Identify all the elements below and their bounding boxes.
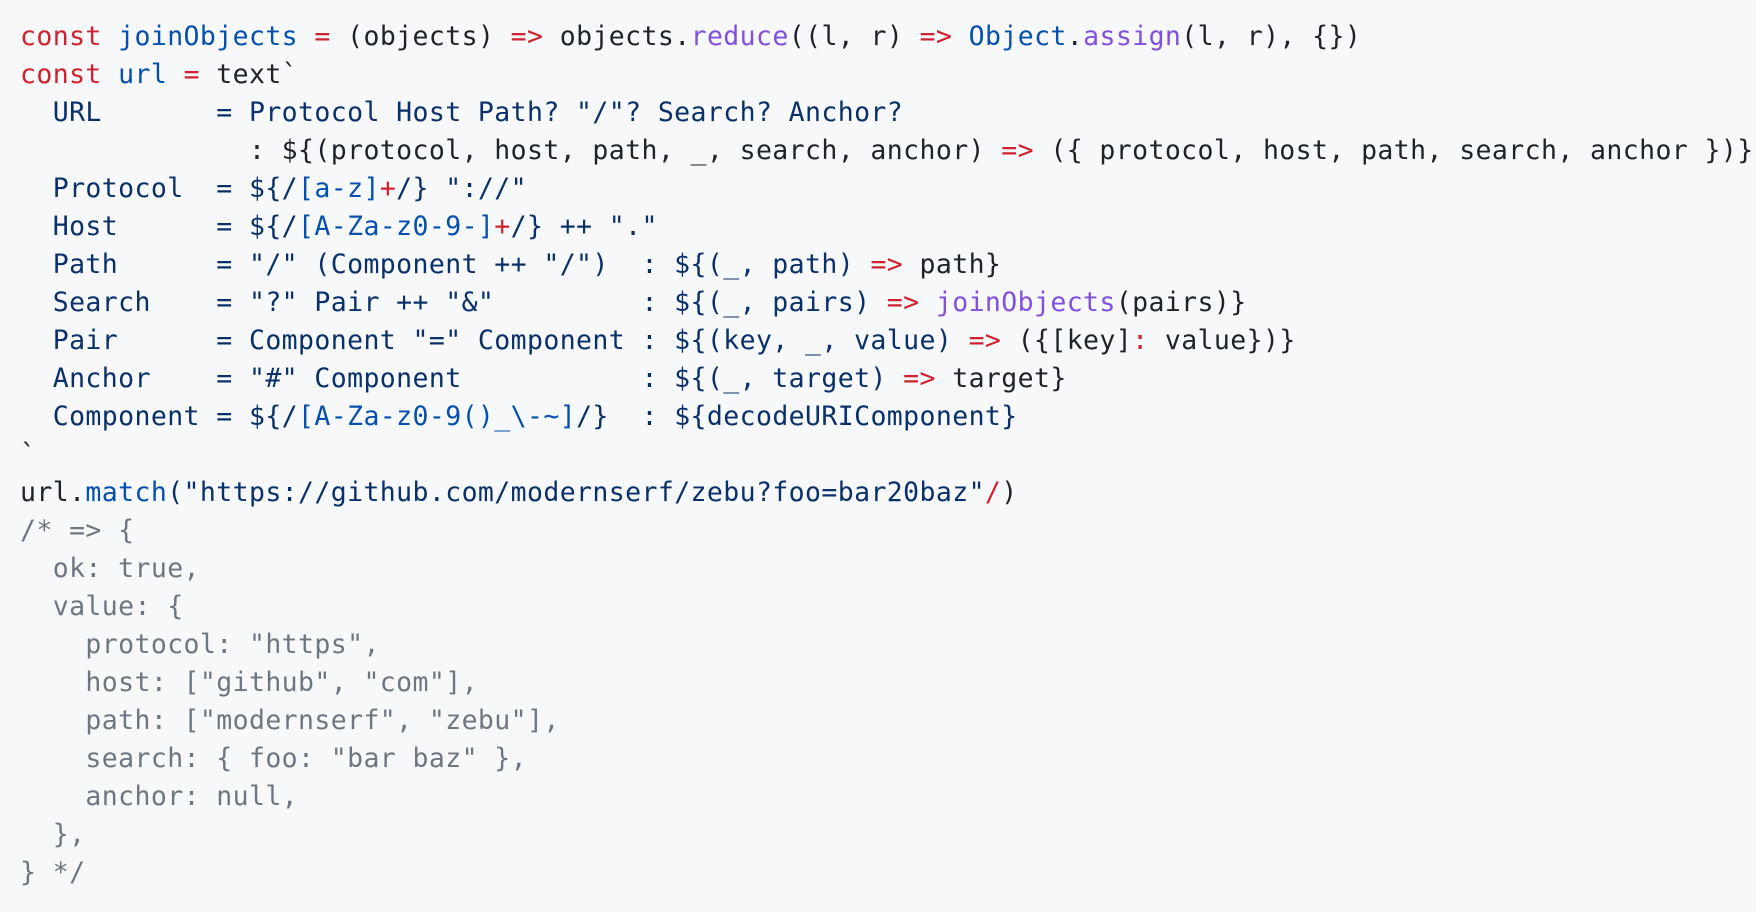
code-token-function: joinObjects [935, 287, 1116, 318]
code-line: search: { foo: "bar baz" }, [20, 740, 1756, 778]
code-token-operator: + [494, 211, 511, 242]
code-token-grammar: Search = "?" Pair ++ "&" : ${(_, pairs) [20, 287, 887, 318]
code-lines: const joinObjects = (objects) => objects… [20, 18, 1756, 892]
code-token-plain: (objects) [330, 21, 511, 52]
code-token-operator: / [984, 477, 1002, 508]
code-token-comment: anchor: null, [20, 781, 299, 812]
code-token-grammar: Pair = Component "=" Component : ${(key,… [20, 325, 969, 356]
code-line: : ${(protocol, host, path, _, search, an… [20, 132, 1756, 170]
code-token-comment: }, [20, 819, 86, 850]
code-token-grammar: /} ++ "." [510, 211, 658, 242]
code-token-comment: search: { foo: "bar baz" }, [20, 743, 527, 774]
code-line: Path = "/" (Component ++ "/") : ${(_, pa… [20, 246, 1756, 284]
code-token-operator: => [510, 21, 544, 52]
code-token-name: Object [968, 21, 1067, 52]
code-token-grammar: URL = Protocol Host Path? "/"? Search? A… [20, 97, 904, 128]
code-token-name: joinObjects [118, 21, 299, 52]
code-token-operator: => [1001, 135, 1034, 166]
code-line: Search = "?" Pair ++ "&" : ${(_, pairs) … [20, 284, 1756, 322]
code-token-grammar: Component = ${/ [20, 401, 299, 432]
code-token-plain [298, 21, 314, 52]
code-token-operator: => [968, 325, 1002, 356]
code-line: Protocol = ${/[a-z]+/} "://" [20, 170, 1756, 208]
code-line: const joinObjects = (objects) => objects… [20, 18, 1756, 56]
code-token-name: url [118, 59, 168, 90]
code-line: ` [20, 436, 1756, 474]
code-token-plain: ({[key] [1001, 325, 1133, 356]
code-token-operator: => [919, 21, 953, 52]
code-token-operator: => [870, 249, 904, 280]
code-line: host: ["github", "com"], [20, 664, 1756, 702]
code-token-plain: (l, r), {}) [1181, 21, 1362, 52]
code-token-keyword: const [20, 59, 102, 90]
code-token-regex: [A-Za-z0-9-] [298, 211, 495, 242]
code-line: Anchor = "#" Component : ${(_, target) =… [20, 360, 1756, 398]
code-token-comment: /* => { [20, 515, 135, 546]
code-token-comment: path: ["modernserf", "zebu"], [20, 705, 560, 736]
code-token-plain: . [1066, 21, 1084, 52]
code-token-plain: ` [20, 439, 37, 470]
code-token-grammar: /} : ${decodeURIComponent} [576, 401, 1018, 432]
code-line: Host = ${/[A-Za-z0-9-]+/} ++ "." [20, 208, 1756, 246]
code-token-plain [920, 287, 936, 318]
code-token-plain: objects. [543, 21, 691, 52]
code-line: path: ["modernserf", "zebu"], [20, 702, 1756, 740]
code-token-plain [102, 21, 118, 52]
code-token-grammar: /} "://" [396, 173, 528, 204]
code-line: } */ [20, 854, 1756, 892]
code-token-operator: = [314, 21, 331, 52]
code-token-plain: target} [935, 363, 1067, 394]
code-token-keyword: const [20, 21, 102, 52]
code-token-comment: host: ["github", "com"], [20, 667, 478, 698]
code-line: Component = ${/[A-Za-z0-9()_\-~]/} : ${d… [20, 398, 1756, 436]
code-token-operator: => [886, 287, 920, 318]
code-line: URL = Protocol Host Path? "/"? Search? A… [20, 94, 1756, 132]
code-token-operator: => [903, 363, 936, 394]
code-line: /* => { [20, 512, 1756, 550]
code-token-regex: [A-Za-z0-9()_\-~] [298, 401, 577, 432]
code-token-function: reduce [690, 21, 789, 52]
code-token-name: match [85, 477, 168, 508]
code-token-regex: [a-z] [298, 173, 380, 204]
code-token-plain [952, 21, 968, 52]
code-token-comment: ok: true, [20, 553, 200, 584]
code-token-grammar: Path = "/" (Component ++ "/") : ${(_, pa… [20, 249, 871, 280]
code-line: protocol: "https", [20, 626, 1756, 664]
code-line: }, [20, 816, 1756, 854]
code-token-plain: path} [903, 249, 1002, 280]
code-token-string: ("https://github.com/modernserf/zebu?foo… [167, 477, 985, 508]
code-token-operator: + [379, 173, 397, 204]
code-token-plain: text` [199, 59, 299, 90]
code-token-plain [167, 59, 183, 90]
code-token-operator: = [183, 59, 200, 90]
code-token-plain [102, 59, 118, 90]
code-line: anchor: null, [20, 778, 1756, 816]
code-token-comment: } */ [20, 857, 86, 888]
code-token-grammar: Anchor = "#" Component : ${(_, target) [20, 363, 904, 394]
code-token-plain: ) [1001, 477, 1018, 508]
code-token-grammar: Protocol = ${/ [20, 173, 299, 204]
code-token-plain: ((l, r) [788, 21, 920, 52]
code-line: Pair = Component "=" Component : ${(key,… [20, 322, 1756, 360]
code-token-plain: ({ protocol, host, path, search, anchor … [1033, 135, 1754, 166]
code-token-plain: url. [20, 477, 86, 508]
code-token-function: assign [1083, 21, 1182, 52]
code-token-plain: value})} [1148, 325, 1296, 356]
code-token-plain: (pairs)} [1115, 287, 1247, 318]
code-token-plain: : ${(protocol, host, path, _, search, an… [20, 135, 1002, 166]
code-line: const url = text` [20, 56, 1756, 94]
code-line: ok: true, [20, 550, 1756, 588]
code-line: url.match("https://github.com/modernserf… [20, 474, 1756, 512]
code-token-operator: : [1132, 325, 1149, 356]
code-token-comment: protocol: "https", [20, 629, 380, 660]
code-token-grammar: Host = ${/ [20, 211, 299, 242]
code-token-comment: value: { [20, 591, 184, 622]
code-line: value: { [20, 588, 1756, 626]
